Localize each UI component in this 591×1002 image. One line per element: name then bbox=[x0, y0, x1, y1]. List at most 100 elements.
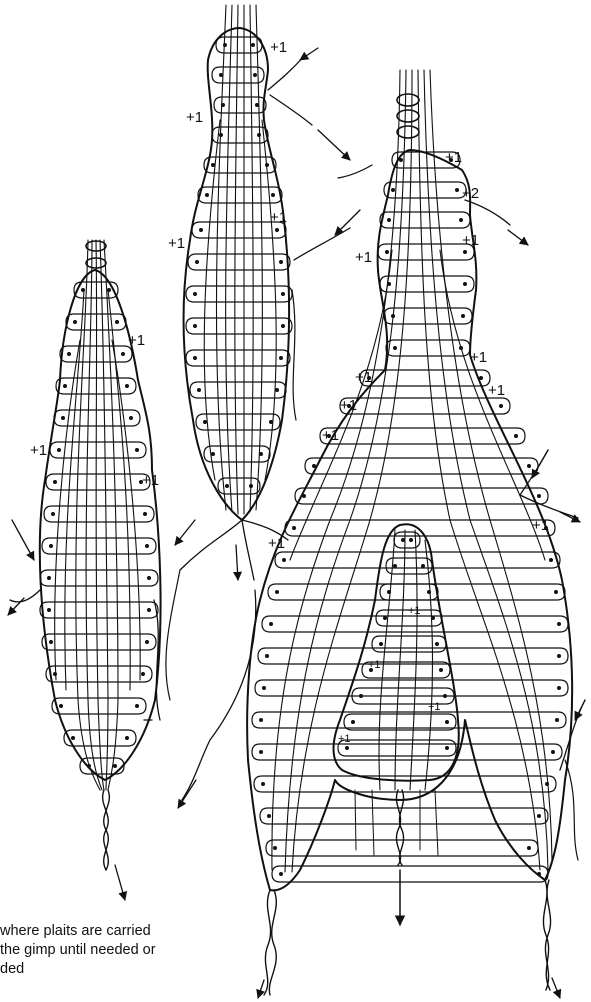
pin-dot bbox=[47, 608, 51, 612]
label-plus1: +1 bbox=[168, 235, 185, 252]
pin-dot bbox=[439, 668, 443, 672]
pin-dot bbox=[269, 622, 273, 626]
label-plus2: +2 bbox=[462, 185, 479, 202]
pin-dot bbox=[143, 512, 147, 516]
pin-dot bbox=[253, 73, 257, 77]
pin-dot bbox=[445, 746, 449, 750]
pin-dot bbox=[255, 103, 259, 107]
pin-dot bbox=[145, 640, 149, 644]
pin-dot bbox=[527, 464, 531, 468]
pin-dot bbox=[147, 576, 151, 580]
pin-dot bbox=[435, 642, 439, 646]
label-plus1-small: +1 bbox=[368, 659, 381, 671]
pin-dot bbox=[71, 736, 75, 740]
pin-dot bbox=[135, 704, 139, 708]
pin-dot bbox=[203, 420, 207, 424]
pin-dot bbox=[281, 324, 285, 328]
pin-dot bbox=[125, 736, 129, 740]
pin-dot bbox=[514, 434, 518, 438]
pin-dot bbox=[262, 686, 266, 690]
pin-dot bbox=[459, 218, 463, 222]
pin-dot bbox=[257, 133, 261, 137]
thread-loop bbox=[384, 308, 472, 324]
pin-dot bbox=[537, 814, 541, 818]
label-plus1: +1 bbox=[128, 332, 145, 349]
pin-dot bbox=[63, 384, 67, 388]
label-plus1-small: +1 bbox=[428, 701, 441, 713]
thread-loop bbox=[252, 744, 562, 760]
pin-dot bbox=[145, 544, 149, 548]
pin-dot bbox=[401, 538, 405, 542]
pin-dot bbox=[393, 346, 397, 350]
pin-dot bbox=[279, 872, 283, 876]
pin-dot bbox=[87, 764, 91, 768]
pin-dot bbox=[147, 608, 151, 612]
pin-dot bbox=[279, 260, 283, 264]
label-plus1: +1 bbox=[186, 109, 203, 126]
pin-dot bbox=[281, 292, 285, 296]
pin-dot bbox=[545, 782, 549, 786]
thread-loop bbox=[378, 244, 474, 260]
pin-dot bbox=[537, 872, 541, 876]
pin-dot bbox=[271, 193, 275, 197]
pin-dot bbox=[193, 324, 197, 328]
pin-dot bbox=[265, 163, 269, 167]
pin-dot bbox=[421, 564, 425, 568]
pin-dot bbox=[211, 452, 215, 456]
pin-dot bbox=[409, 538, 413, 542]
thread-loop bbox=[190, 382, 286, 398]
pin-dot bbox=[129, 416, 133, 420]
pin-dot bbox=[197, 388, 201, 392]
pin-dot bbox=[211, 163, 215, 167]
label-plus1: +1 bbox=[30, 442, 47, 459]
thread-loop bbox=[42, 634, 156, 650]
label-plus1: +1 bbox=[270, 39, 287, 56]
caption-line-1: where plaits are carried bbox=[0, 922, 240, 941]
pin-dot bbox=[443, 694, 447, 698]
pin-dot bbox=[393, 564, 397, 568]
pin-dot bbox=[265, 654, 269, 658]
label-plus1: +1 bbox=[142, 472, 159, 489]
pin-dot bbox=[61, 416, 65, 420]
pin-dot bbox=[199, 228, 203, 232]
pin-dot bbox=[225, 484, 229, 488]
pin-dot bbox=[445, 720, 449, 724]
pin-dot bbox=[113, 764, 117, 768]
pin-dot bbox=[275, 228, 279, 232]
pin-dot bbox=[221, 103, 225, 107]
pin-dot bbox=[537, 494, 541, 498]
label-plus1: +1 bbox=[355, 249, 372, 266]
thread-loop bbox=[216, 37, 262, 53]
pin-dot bbox=[261, 782, 265, 786]
pin-dot bbox=[59, 704, 63, 708]
right-horizontal-loops bbox=[252, 152, 568, 882]
pin-dot bbox=[259, 452, 263, 456]
pin-dot bbox=[455, 188, 459, 192]
pin-dot bbox=[391, 314, 395, 318]
label-plus1: +1 bbox=[470, 349, 487, 366]
pin-dot bbox=[282, 558, 286, 562]
thread-loop bbox=[46, 666, 152, 682]
caption-text: where plaits are carried the gimp until … bbox=[0, 922, 240, 979]
pin-dot bbox=[67, 352, 71, 356]
pin-dot bbox=[267, 814, 271, 818]
thread-loop bbox=[262, 616, 568, 632]
pin-dot bbox=[219, 133, 223, 137]
pin-dot bbox=[387, 590, 391, 594]
thread-loop bbox=[186, 350, 290, 366]
pin-dot bbox=[387, 218, 391, 222]
thread-loop bbox=[42, 538, 156, 554]
pin-dot bbox=[53, 480, 57, 484]
pin-dot bbox=[461, 314, 465, 318]
pin-dot bbox=[463, 250, 467, 254]
caption-line-2: the gimp until needed or bbox=[0, 941, 240, 960]
label-plus1: +1 bbox=[488, 382, 505, 399]
pin-dot bbox=[387, 282, 391, 286]
thread-loop bbox=[196, 414, 280, 430]
pin-dot bbox=[427, 590, 431, 594]
pin-dot bbox=[279, 356, 283, 360]
pin-dot bbox=[385, 250, 389, 254]
pin-dot bbox=[219, 73, 223, 77]
label-plus1: +1 bbox=[322, 427, 339, 444]
pin-dot bbox=[302, 494, 306, 498]
